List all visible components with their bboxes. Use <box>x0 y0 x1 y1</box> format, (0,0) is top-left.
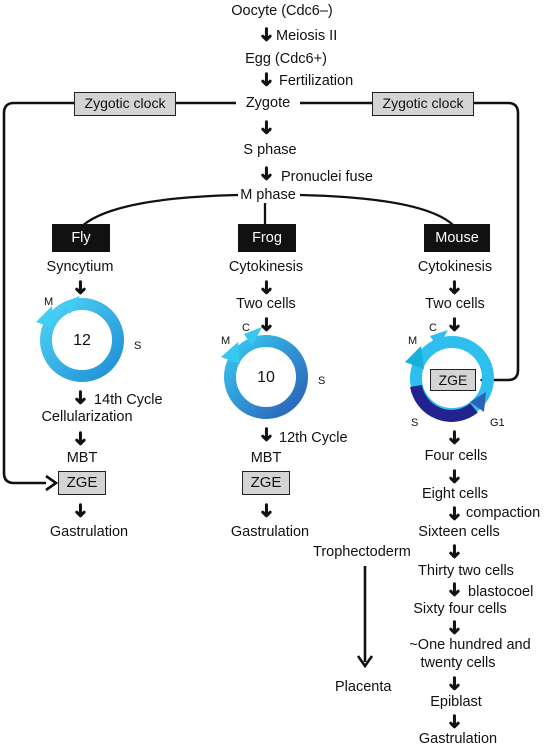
fly-cycle-count: 12 <box>73 332 91 349</box>
fly-14th-cycle: 14th Cycle <box>94 392 163 408</box>
zygotic-clock-right-line <box>474 101 520 382</box>
down-arrow-icon: ➜ <box>443 713 465 730</box>
down-arrow-icon: ➜ <box>69 279 91 296</box>
mouse-trophectoderm: Trophectoderm <box>313 544 411 560</box>
mouse-cycle-g1-label: G1 <box>490 417 505 429</box>
mouse-sixteen-cells: Sixteen cells <box>418 524 500 540</box>
fly-syncytium: Syncytium <box>46 259 114 275</box>
fly-cycle-ring <box>36 296 124 382</box>
mouse-cycle-s-label: S <box>411 417 419 429</box>
m-phase-label: M phase <box>240 187 296 203</box>
mouse-cycle-m-label: M <box>408 335 418 347</box>
down-arrow-icon: ➜ <box>443 279 465 296</box>
fly-header: Fly <box>52 224 110 252</box>
mouse-two-cells: Two cells <box>425 296 485 312</box>
zygotic-clock-left-line <box>2 101 74 485</box>
down-arrow-icon: ➜ <box>443 505 465 522</box>
mouse-epiblast: Epiblast <box>430 694 482 710</box>
mouse-eight-cells: Eight cells <box>421 486 489 502</box>
frog-cycle-count: 10 <box>257 369 275 386</box>
mouse-compaction: compaction <box>466 505 541 521</box>
mouse-one-hundred-line2: twenty cells <box>420 655 496 671</box>
down-arrow-icon: ➜ <box>255 426 277 443</box>
down-arrow-icon: ➜ <box>255 119 277 136</box>
fly-zge-box: ZGE <box>58 471 106 495</box>
frog-cycle-s-label: S <box>318 375 326 387</box>
frog-header: Frog <box>238 224 296 252</box>
frog-two-cells: Two cells <box>236 296 296 312</box>
oocyte-label: Oocyte (Cdc6–) <box>231 3 333 19</box>
down-arrow-icon: ➜ <box>443 619 465 636</box>
frog-cycle-c-label: C <box>242 322 250 334</box>
mouse-blastocoel: blastocoel <box>468 584 534 600</box>
down-arrow-icon: ➜ <box>255 26 277 43</box>
mouse-cycle-ring <box>405 330 494 422</box>
frog-gastrulation: Gastrulation <box>230 524 310 540</box>
mouse-zge-box: ZGE <box>430 369 476 391</box>
down-arrow-icon: ➜ <box>69 502 91 519</box>
m-phase-line-mouse <box>299 193 457 229</box>
down-arrow-icon: ➜ <box>255 279 277 296</box>
pronuclei-label: Pronuclei fuse <box>281 169 373 185</box>
mouse-thirty-two-cells: Thirty two cells <box>418 563 514 579</box>
trophectoderm-arrowhead <box>356 655 374 669</box>
mouse-one-hundred-line1: ~One hundred and <box>409 637 531 653</box>
frog-cytokinesis: Cytokinesis <box>228 259 304 275</box>
fertilization-label: Fertilization <box>279 73 354 89</box>
frog-zge-box: ZGE <box>242 471 290 495</box>
meiosis-label: Meiosis II <box>276 28 338 44</box>
down-arrow-icon: ➜ <box>255 165 277 182</box>
egg-label: Egg (Cdc6+) <box>245 51 327 67</box>
down-arrow-icon: ➜ <box>255 71 277 88</box>
down-arrow-icon: ➜ <box>69 430 91 447</box>
zygotic-clock-right-box: Zygotic clock <box>372 92 474 116</box>
fly-gastrulation: Gastrulation <box>49 524 129 540</box>
down-arrow-icon: ➜ <box>443 675 465 692</box>
down-arrow-icon: ➜ <box>255 316 277 333</box>
down-arrow-icon: ➜ <box>443 581 465 598</box>
mouse-cycle-c-label: C <box>429 322 437 334</box>
frog-12th-cycle: 12th Cycle <box>279 430 348 446</box>
frog-mbt: MBT <box>250 450 282 466</box>
zygote-label: Zygote <box>245 95 291 111</box>
mouse-four-cells: Four cells <box>424 448 488 464</box>
mouse-sixty-four-cells: Sixty four cells <box>413 601 507 617</box>
down-arrow-icon: ➜ <box>443 316 465 333</box>
m-phase-line-fly <box>79 193 239 229</box>
frog-cycle-m-label: M <box>221 335 231 347</box>
down-arrow-icon: ➜ <box>443 429 465 446</box>
down-arrow-icon: ➜ <box>443 543 465 560</box>
down-arrow-icon: ➜ <box>255 502 277 519</box>
fly-mbt: MBT <box>66 450 98 466</box>
mouse-cytokinesis: Cytokinesis <box>417 259 493 275</box>
zygotic-clock-left-arrowhead <box>45 474 59 492</box>
mouse-placenta: Placenta <box>335 679 392 695</box>
mouse-gastrulation: Gastrulation <box>418 731 498 747</box>
zygotic-clock-left-box: Zygotic clock <box>74 92 176 116</box>
down-arrow-icon: ➜ <box>443 468 465 485</box>
mouse-header: Mouse <box>424 224 490 252</box>
down-arrow-icon: ➜ <box>69 389 91 406</box>
fly-cellularization: Cellularization <box>41 409 133 425</box>
s-phase-label: S phase <box>243 142 297 158</box>
fly-cycle-m-label: M <box>44 296 54 308</box>
fly-cycle-s-label: S <box>134 340 142 352</box>
frog-cycle-ring <box>221 327 308 419</box>
